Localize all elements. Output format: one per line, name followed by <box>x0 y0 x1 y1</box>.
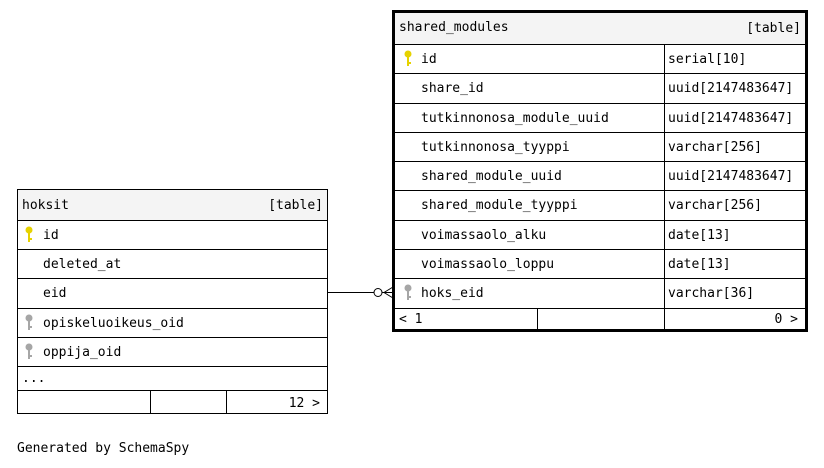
column-name: tutkinnonosa_module_uuid <box>421 111 609 126</box>
column-row[interactable]: tutkinnonosa_tyyppi varchar[256] <box>395 133 805 162</box>
cell-divider <box>664 250 665 278</box>
footer-divider <box>537 309 538 329</box>
column-name: shared_module_tyyppi <box>421 198 578 213</box>
table-kind: [table] <box>268 198 323 213</box>
column-row[interactable]: share_id uuid[2147483647] <box>395 74 805 104</box>
column-type: varchar[256] <box>668 198 762 213</box>
column-type: date[13] <box>668 257 731 272</box>
column-name: hoks_eid <box>421 286 484 301</box>
edge-optional-circle <box>373 288 383 297</box>
column-name: id <box>421 52 437 67</box>
foreign-key-icon <box>25 343 33 359</box>
column-row[interactable]: hoks_eid varchar[36] <box>395 279 805 309</box>
column-name: oppija_oid <box>43 345 122 360</box>
column-name: eid <box>43 286 67 301</box>
primary-key-icon <box>25 226 33 242</box>
table-header: hoksit [table] <box>18 190 327 221</box>
cell-divider <box>664 221 665 249</box>
foreign-key-icon <box>404 284 412 300</box>
column-name: voimassaolo_loppu <box>421 257 555 272</box>
column-type: serial[10] <box>668 52 747 67</box>
column-name: share_id <box>421 81 484 96</box>
column-name: opiskeluoikeus_oid <box>43 316 184 331</box>
column-row[interactable]: voimassaolo_alku date[13] <box>395 221 805 250</box>
more-columns-ellipsis: ... <box>22 371 46 386</box>
cell-divider <box>664 104 665 132</box>
column-row[interactable]: oppija_oid <box>18 338 327 367</box>
foreign-key-icon <box>25 314 33 330</box>
column-name: voimassaolo_alku <box>421 228 547 243</box>
column-type: date[13] <box>668 228 731 243</box>
table-footer: < 1 0 > <box>395 309 805 329</box>
column-row[interactable]: shared_module_tyyppi varchar[256] <box>395 191 805 221</box>
column-row[interactable]: eid <box>18 279 327 309</box>
table-hoksit[interactable]: hoksit [table] id deleted_at eid opiskel… <box>17 189 328 414</box>
column-row[interactable]: opiskeluoikeus_oid <box>18 309 327 338</box>
table-kind: [table] <box>746 21 801 36</box>
cell-divider <box>664 279 665 308</box>
column-name: id <box>43 228 59 243</box>
column-row[interactable]: tutkinnonosa_module_uuid uuid[2147483647… <box>395 104 805 133</box>
parents-count-link[interactable]: < 1 <box>399 312 423 327</box>
column-row[interactable]: id <box>18 221 327 250</box>
footer-divider <box>226 391 227 413</box>
column-name: deleted_at <box>43 257 122 272</box>
cell-divider <box>664 45 665 73</box>
table-footer: 12 > <box>18 391 327 413</box>
column-type: varchar[36] <box>668 286 755 301</box>
column-row[interactable]: voimassaolo_loppu date[13] <box>395 250 805 279</box>
footer-divider <box>664 309 665 329</box>
primary-key-icon <box>404 50 412 66</box>
cell-divider <box>664 133 665 161</box>
column-row[interactable]: id serial[10] <box>395 45 805 74</box>
column-type: uuid[2147483647] <box>668 111 794 126</box>
column-name: shared_module_uuid <box>421 169 562 184</box>
column-type: varchar[256] <box>668 140 762 155</box>
table-name[interactable]: shared_modules <box>399 20 509 35</box>
children-count-link[interactable]: 12 > <box>288 396 320 411</box>
cell-divider <box>664 74 665 103</box>
generated-by-label: Generated by SchemaSpy <box>17 441 190 456</box>
table-header: shared_modules [table] <box>395 13 805 45</box>
cell-divider <box>664 162 665 190</box>
more-columns-row[interactable]: ... <box>18 367 327 391</box>
table-name[interactable]: hoksit <box>22 198 69 213</box>
column-type: uuid[2147483647] <box>668 169 794 184</box>
footer-divider <box>150 391 151 413</box>
cell-divider <box>664 191 665 220</box>
column-type: uuid[2147483647] <box>668 81 794 96</box>
children-count-link[interactable]: 0 > <box>774 312 798 327</box>
table-shared-modules[interactable]: shared_modules [table] id serial[10] sha… <box>392 10 808 332</box>
column-row[interactable]: shared_module_uuid uuid[2147483647] <box>395 162 805 191</box>
column-row[interactable]: deleted_at <box>18 250 327 279</box>
column-name: tutkinnonosa_tyyppi <box>421 140 570 155</box>
